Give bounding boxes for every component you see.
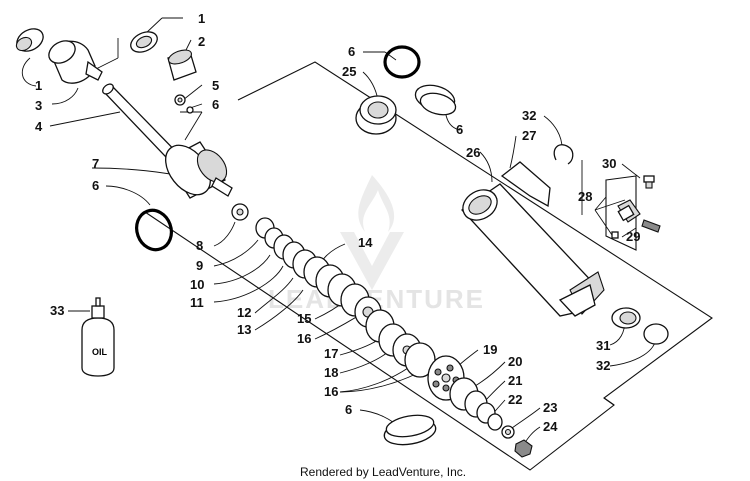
callout-27: 27 — [522, 128, 536, 143]
callout-5: 5 — [212, 78, 219, 93]
callout-19: 19 — [483, 342, 497, 357]
callout-11: 11 — [190, 295, 204, 310]
band-ring-right — [414, 84, 457, 116]
end-cap-bushing — [15, 28, 44, 52]
small-screw — [174, 94, 186, 106]
small-o-ring — [186, 106, 194, 114]
bottle-label: OIL — [92, 347, 108, 357]
lower-shims-and-nut — [449, 377, 533, 458]
oil-bottle: OIL — [81, 297, 115, 377]
snap-ring-top — [553, 144, 574, 165]
eyelet-housing — [48, 40, 103, 84]
valve-cap — [641, 219, 661, 233]
leader-lines — [21, 17, 657, 445]
callout-28: 28 — [578, 189, 592, 204]
callout-21: 21 — [508, 373, 522, 388]
callout-1: 1 — [198, 11, 205, 26]
lower-bushing — [611, 307, 641, 329]
o-ring-top — [383, 45, 421, 79]
callout-15: 15 — [297, 311, 311, 326]
callout-4: 4 — [35, 119, 43, 134]
callout-8: 8 — [196, 238, 203, 253]
callout-32: 32 — [522, 108, 536, 123]
reservoir-piston — [355, 95, 397, 135]
callout-33: 33 — [50, 303, 64, 318]
callout-26: 26 — [466, 145, 480, 160]
piston-band — [383, 414, 437, 446]
valve-screw — [643, 175, 655, 189]
callout-6: 6 — [348, 44, 355, 59]
callout-9: 9 — [196, 258, 203, 273]
callout-6: 6 — [212, 97, 219, 112]
bushing — [130, 31, 158, 53]
callouts: 1 2 1 3 4 5 6 7 6 8 9 10 11 12 13 14 15 … — [35, 11, 640, 434]
callout-17: 17 — [324, 346, 338, 361]
callout-2: 2 — [198, 34, 205, 49]
shock-assembly-outline — [144, 61, 713, 471]
callout-20: 20 — [508, 354, 522, 369]
snap-ring-bottom — [643, 323, 669, 345]
callout-29: 29 — [626, 229, 640, 244]
callout-18: 18 — [324, 365, 338, 380]
callout-24: 24 — [543, 419, 558, 434]
sleeve — [167, 49, 197, 81]
callout-1: 1 — [35, 78, 42, 93]
callout-7: 7 — [92, 156, 99, 171]
callout-6: 6 — [345, 402, 352, 417]
o-ring-left — [135, 208, 173, 252]
callout-14: 14 — [358, 235, 373, 250]
callout-12: 12 — [237, 305, 251, 320]
callout-23: 23 — [543, 400, 557, 415]
callout-22: 22 — [508, 392, 522, 407]
callout-25: 25 — [342, 64, 356, 79]
callout-3: 3 — [35, 98, 42, 113]
callout-13: 13 — [237, 322, 251, 337]
shim-stack — [231, 203, 436, 378]
callout-32: 32 — [596, 358, 610, 373]
callout-6: 6 — [92, 178, 99, 193]
callout-30: 30 — [602, 156, 616, 171]
shock-body-cylinder — [461, 183, 605, 317]
callout-16: 16 — [324, 384, 338, 399]
seal-head — [165, 141, 233, 199]
valve-bracket — [605, 175, 637, 251]
decal-label — [500, 161, 551, 208]
callout-10: 10 — [190, 277, 204, 292]
callout-6: 6 — [456, 122, 463, 137]
callout-31: 31 — [596, 338, 610, 353]
footer-credit: Rendered by LeadVenture, Inc. — [300, 465, 466, 479]
callout-16: 16 — [297, 331, 311, 346]
schrader-valve — [611, 199, 641, 239]
